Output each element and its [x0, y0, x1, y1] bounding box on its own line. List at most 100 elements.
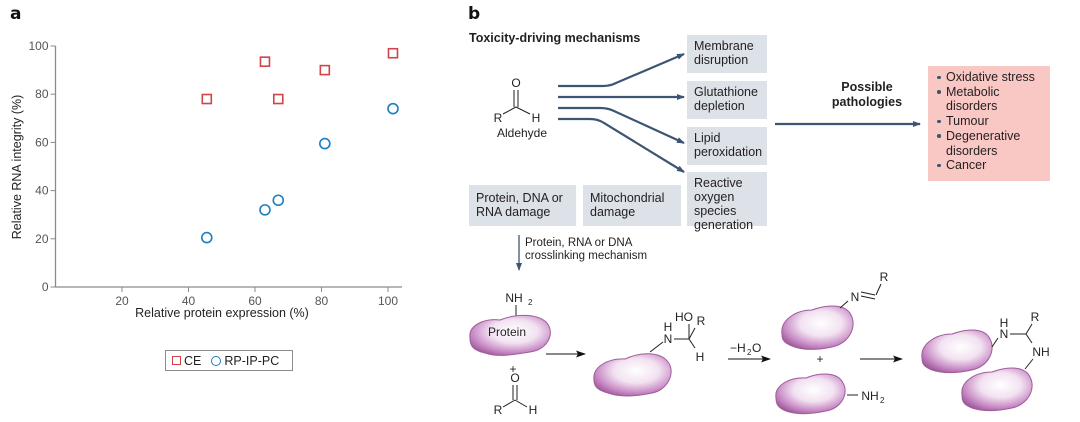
- chart-legend: CE RP-IP-PC: [165, 350, 293, 371]
- pathologies-box: Oxidative stress Metabolic disorders Tum…: [928, 66, 1050, 181]
- legend-item-rp-ip-pc: RP-IP-PC: [211, 354, 279, 368]
- arrow-to-membrane: [558, 52, 685, 88]
- svg-text:−H: −H: [730, 341, 746, 355]
- panel-a-label: a: [10, 4, 22, 24]
- square-marker-icon: [172, 356, 181, 365]
- svg-text:O: O: [752, 341, 761, 355]
- ce-point: [319, 64, 331, 76]
- svg-text:+: +: [816, 352, 823, 366]
- chart-marks: [200, 47, 399, 244]
- svg-text:NH: NH: [1032, 345, 1049, 359]
- circle-marker-icon: [211, 355, 222, 366]
- x-tick-label: 80: [315, 294, 329, 308]
- svg-text:2: 2: [528, 298, 533, 307]
- panel-b-label: b: [468, 4, 481, 24]
- svg-text:2: 2: [747, 348, 752, 357]
- legend-item-ce: CE: [172, 354, 201, 368]
- y-tick-label: 100: [28, 39, 48, 53]
- y-tick-label: 40: [35, 184, 49, 198]
- legend-label: CE: [184, 353, 202, 368]
- svg-text:O: O: [511, 76, 520, 90]
- pathology-item: Metabolic disorders: [936, 85, 1042, 114]
- crosslink-note: Protein, RNA or DNA crosslinking mechani…: [525, 237, 647, 263]
- damage-text: Protein, DNA or: [476, 191, 563, 205]
- svg-text:R: R: [494, 403, 503, 417]
- ce-point: [272, 93, 284, 105]
- diagram-title: Toxicity-driving mechanisms: [469, 31, 641, 45]
- svg-text:O: O: [510, 371, 519, 385]
- rp-ip-pc-point: [200, 231, 213, 244]
- mechanism-box-lipid: Lipid peroxidation: [687, 127, 767, 165]
- mechanism-box-ros: Reactive oxygen species generation: [687, 172, 767, 232]
- svg-text:NH: NH: [861, 389, 878, 403]
- mechanism-box-glutathione: Glutathione depletion: [687, 81, 767, 119]
- pathology-item: Oxidative stress: [936, 70, 1042, 85]
- svg-text:+: +: [509, 362, 516, 376]
- y-tick-label: 20: [35, 232, 49, 246]
- svg-text:N: N: [1000, 327, 1009, 341]
- damage-text: damage: [590, 205, 636, 219]
- svg-text:H: H: [664, 320, 673, 334]
- svg-text:R: R: [880, 270, 889, 284]
- aldehyde-structure-2: O R H: [494, 371, 538, 417]
- legend-label: RP-IP-PC: [224, 353, 280, 368]
- ce-point: [201, 93, 213, 105]
- pathology-item: Cancer: [936, 158, 1042, 173]
- mechanism-text: generation: [694, 218, 754, 232]
- x-tick-label: 20: [115, 294, 129, 308]
- ce-point: [387, 47, 399, 59]
- aldehyde-structure: O R H Aldehyde: [494, 76, 548, 140]
- damage-text: Mitochondrial: [590, 191, 665, 205]
- svg-text:NH: NH: [505, 291, 522, 305]
- pp-text: Possible: [841, 80, 893, 94]
- rp-ip-pc-point: [387, 102, 399, 115]
- pathologies-list: Oxidative stress Metabolic disorders Tum…: [936, 70, 1042, 173]
- mechanism-text: peroxidation: [694, 145, 763, 159]
- note-text: crosslinking mechanism: [525, 250, 648, 262]
- svg-text:H: H: [532, 111, 541, 125]
- y-axis-title: Relative RNA integrity (%): [10, 95, 24, 240]
- y-tick-label: 0: [42, 280, 49, 294]
- ce-point: [259, 56, 271, 67]
- svg-text:H: H: [1000, 316, 1009, 330]
- mechanism-text: disruption: [694, 53, 749, 67]
- aldehyde-label: Aldehyde: [497, 126, 547, 140]
- pathology-item: Degenerative disorders: [936, 129, 1042, 158]
- protein-blob-4: NH 2: [775, 373, 885, 415]
- minus-water-label: −H 2 O: [730, 341, 761, 357]
- mechanism-box-membrane: Membrane disruption: [687, 35, 767, 73]
- damage-box-mitochondrial: Mitochondrial damage: [583, 185, 681, 226]
- svg-text:H: H: [529, 403, 538, 417]
- svg-text:H: H: [696, 350, 705, 364]
- x-tick-label: 100: [378, 294, 398, 308]
- pathology-item: Tumour: [936, 114, 1042, 129]
- arrow-to-ros: [558, 117, 685, 173]
- mechanism-text: oxygen species: [694, 190, 737, 218]
- crosslinked-product: H N R NH: [921, 310, 1050, 412]
- pp-text: pathologies: [831, 95, 903, 109]
- mechanism-text: Lipid: [694, 131, 721, 145]
- mechanism-text: depletion: [694, 99, 745, 113]
- svg-text:R: R: [1031, 310, 1040, 324]
- mechanism-text: Reactive: [694, 176, 743, 190]
- svg-text:R: R: [494, 111, 503, 125]
- x-tick-label: 60: [248, 294, 262, 308]
- protein-blob-1: NH 2 Protein: [469, 291, 551, 356]
- rp-ip-pc-point: [272, 194, 285, 207]
- svg-text:N: N: [851, 290, 860, 304]
- protein-blob-2: H N HO R H: [593, 310, 706, 397]
- note-text: Protein, RNA or DNA: [525, 237, 633, 249]
- possible-pathologies-label: Possible pathologies: [822, 80, 912, 110]
- x-axis-title: Relative protein expression (%): [135, 306, 309, 320]
- svg-text:HO: HO: [675, 310, 693, 324]
- protein-label: Protein: [488, 325, 526, 339]
- mechanism-text: Membrane: [694, 39, 754, 53]
- y-tick-label: 60: [35, 135, 49, 149]
- rp-ip-pc-point: [319, 137, 331, 150]
- mechanism-text: Glutathione: [694, 85, 758, 99]
- svg-text:2: 2: [880, 396, 885, 405]
- arrow-to-lipid: [558, 106, 685, 145]
- damage-box-protein-dna-rna: Protein, DNA or RNA damage: [469, 185, 576, 226]
